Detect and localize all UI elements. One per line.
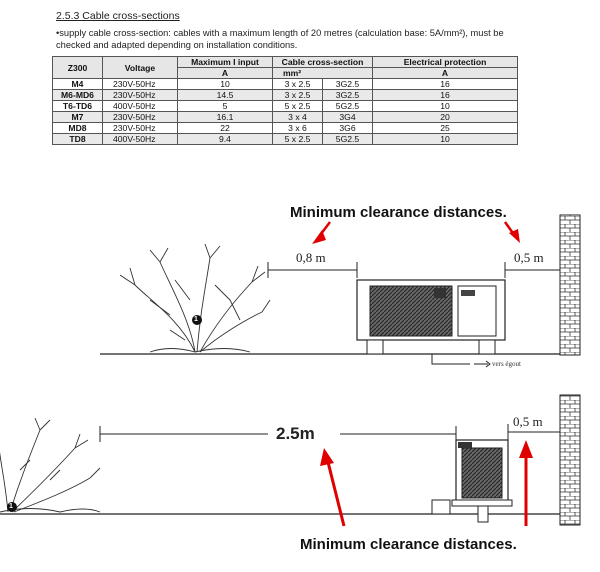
table-row: M6-MD6 230V-50Hz 14.5 3 x 2.5 3G2.5 16 — [52, 89, 519, 101]
brick-wall-bottom — [559, 394, 581, 526]
dimension-left-bottom — [99, 426, 457, 442]
marker-number-top: 1 — [194, 316, 198, 323]
dimension-left-top — [267, 262, 358, 278]
headline-top: Minimum clearance distances. — [290, 204, 507, 221]
top-diagram — [100, 214, 581, 368]
header-voltage: Voltage — [102, 56, 178, 79]
shrub-bottom — [0, 417, 101, 513]
heat-pump-bottom — [431, 439, 513, 523]
cell-protection: 10 — [372, 133, 519, 145]
table-row: M4 230V-50Hz 10 3 x 2.5 3G2.5 16 — [52, 78, 519, 90]
heat-pump-top — [356, 279, 506, 368]
header-cable: Cable cross-section — [271, 56, 374, 68]
table-row: M7 230V-50Hz 16.1 3 x 4 3G4 20 — [52, 111, 519, 123]
shrub-top — [119, 243, 271, 353]
distance-right-top: 0,5 m — [514, 250, 544, 265]
cell-current: 9.4 — [177, 133, 273, 145]
section-heading: 2.5.3 Cable cross-sections — [56, 10, 180, 22]
brick-wall-top — [559, 214, 581, 356]
section-intro: •supply cable cross-section: cables with… — [56, 28, 504, 50]
cell-code: 5G2.5 — [321, 133, 374, 145]
drain-label: vers égout — [492, 360, 521, 368]
cell-model: TD8 — [52, 133, 103, 145]
marker-number-bottom: 1 — [9, 503, 13, 510]
cell-cross: 5 x 2.5 — [272, 133, 323, 145]
cell-voltage: 400V-50Hz — [102, 133, 178, 145]
red-arrow-icon — [519, 440, 533, 526]
table-row: TD8 400V-50Hz 9.4 5 x 2.5 5G2.5 10 — [52, 133, 519, 145]
distance-right-bottom: 0,5 m — [513, 414, 543, 429]
header-model: Z300 — [52, 56, 103, 79]
dimension-right-bottom — [507, 424, 560, 440]
red-arrow-icon — [312, 221, 331, 244]
table-row: T6-TD6 400V-50Hz 5 5 x 2.5 5G2.5 10 — [52, 100, 519, 112]
headline-bottom: Minimum clearance distances. — [300, 536, 517, 553]
marker-badge-top — [192, 315, 202, 325]
cable-table: Z300 Voltage Maximum I input Cable cross… — [52, 56, 519, 145]
bottom-diagram — [0, 394, 581, 527]
marker-badge-bottom — [7, 502, 17, 512]
distance-left-bottom: 2.5m — [276, 424, 315, 443]
red-arrow-icon — [320, 448, 346, 527]
distance-left-top: 0,8 m — [296, 250, 326, 265]
red-arrow-icon — [503, 221, 520, 243]
dimension-right-top — [504, 262, 560, 278]
